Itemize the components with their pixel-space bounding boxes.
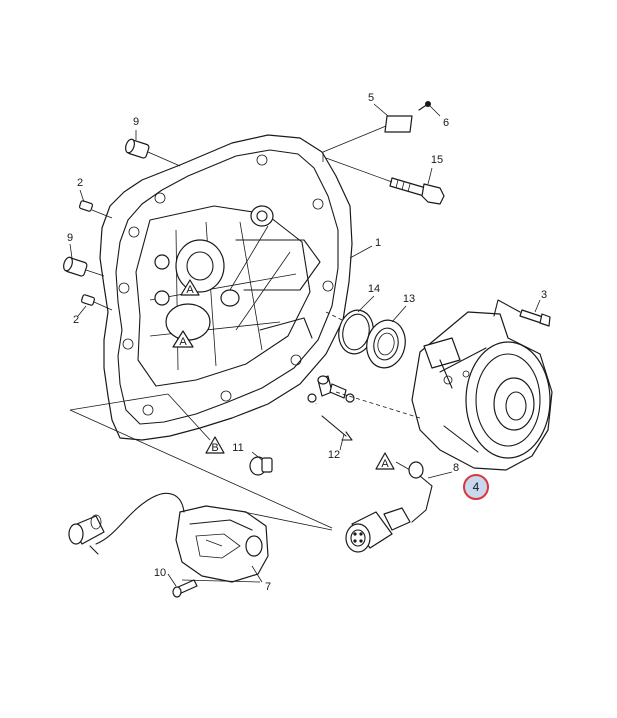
callout-8: 8: [453, 462, 459, 474]
svg-text:4: 4: [473, 480, 480, 494]
bush-9-lower[interactable]: [62, 256, 88, 277]
callout-15: 15: [431, 154, 443, 166]
seal-13[interactable]: [362, 317, 409, 372]
callout-12: 12: [328, 449, 340, 461]
position-sensor-7[interactable]: [175, 505, 269, 583]
callout-13: 13: [403, 293, 415, 305]
svg-text:A: A: [179, 336, 187, 348]
callout-10: 10: [154, 567, 166, 579]
hose-11[interactable]: [249, 403, 318, 476]
callout-11: 11: [232, 442, 243, 454]
clutch-slave-cylinder-4[interactable]: [411, 299, 553, 471]
section-marker-a-1: A: [180, 279, 200, 296]
callout-7: 7: [265, 581, 271, 593]
gearbox-housing[interactable]: [99, 134, 353, 441]
bolt-3[interactable]: [519, 309, 551, 327]
callout-1: 1: [375, 237, 381, 249]
svg-text:B: B: [211, 442, 218, 454]
bolt-10[interactable]: [172, 579, 198, 598]
section-marker-a-2: A: [172, 330, 194, 348]
sensor-harness-8[interactable]: [345, 461, 433, 553]
callout-5: 5: [368, 92, 374, 104]
svg-text:A: A: [186, 284, 194, 296]
dowel-2-lower[interactable]: [80, 294, 96, 306]
callout-4-highlight[interactable]: 4: [463, 474, 489, 500]
callout-9-top: 9: [133, 116, 139, 128]
bush-9-top[interactable]: [124, 138, 150, 159]
callout-6: 6: [443, 117, 449, 129]
svg-text:A: A: [381, 458, 389, 470]
bolt-15[interactable]: [389, 177, 445, 205]
dowel-2-top[interactable]: [78, 200, 94, 212]
sensor-cable[interactable]: [68, 492, 185, 555]
section-marker-a-3: A: [375, 452, 395, 470]
callout-2-top: 2: [77, 177, 83, 189]
plate-5[interactable]: [384, 115, 413, 133]
section-marker-b-1: B: [205, 436, 225, 454]
callout-3: 3: [541, 289, 547, 301]
screw-6[interactable]: [418, 101, 431, 111]
callout-14: 14: [368, 283, 380, 295]
bleed-fitting[interactable]: [307, 375, 355, 403]
callout-9-lower: 9: [67, 232, 73, 244]
callout-2-lower: 2: [73, 314, 79, 326]
